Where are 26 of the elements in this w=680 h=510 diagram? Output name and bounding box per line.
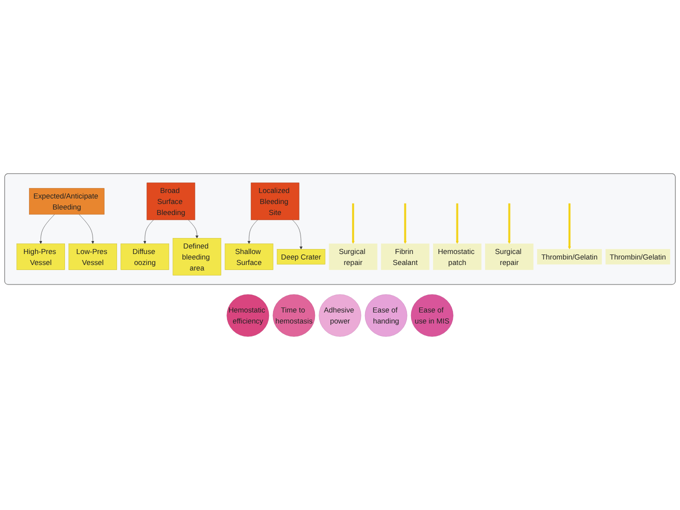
node-box: [120, 243, 170, 270]
node-box: [485, 243, 534, 270]
arrow: [568, 203, 571, 250]
node-box: [29, 188, 104, 214]
arrow: [352, 203, 355, 244]
node-box: [276, 248, 326, 264]
node-circle: [364, 294, 408, 337]
node-box: [433, 243, 482, 270]
node-box: [250, 182, 300, 220]
node-box: [16, 243, 65, 270]
node-circle: [410, 294, 454, 337]
arrow: [508, 203, 511, 244]
node-box: [380, 243, 430, 270]
arrow: [456, 203, 459, 244]
node-circle: [318, 294, 362, 337]
node-box: [328, 243, 378, 270]
node-box: [224, 243, 274, 270]
cluster: [4, 173, 676, 285]
node-box: [537, 248, 602, 264]
node-box: [172, 238, 222, 276]
node-box: [605, 248, 670, 264]
node-box: [68, 243, 118, 270]
node-box: [146, 182, 196, 220]
arrow: [404, 203, 407, 244]
node-circle: [272, 294, 316, 337]
node-circle: [226, 294, 270, 337]
